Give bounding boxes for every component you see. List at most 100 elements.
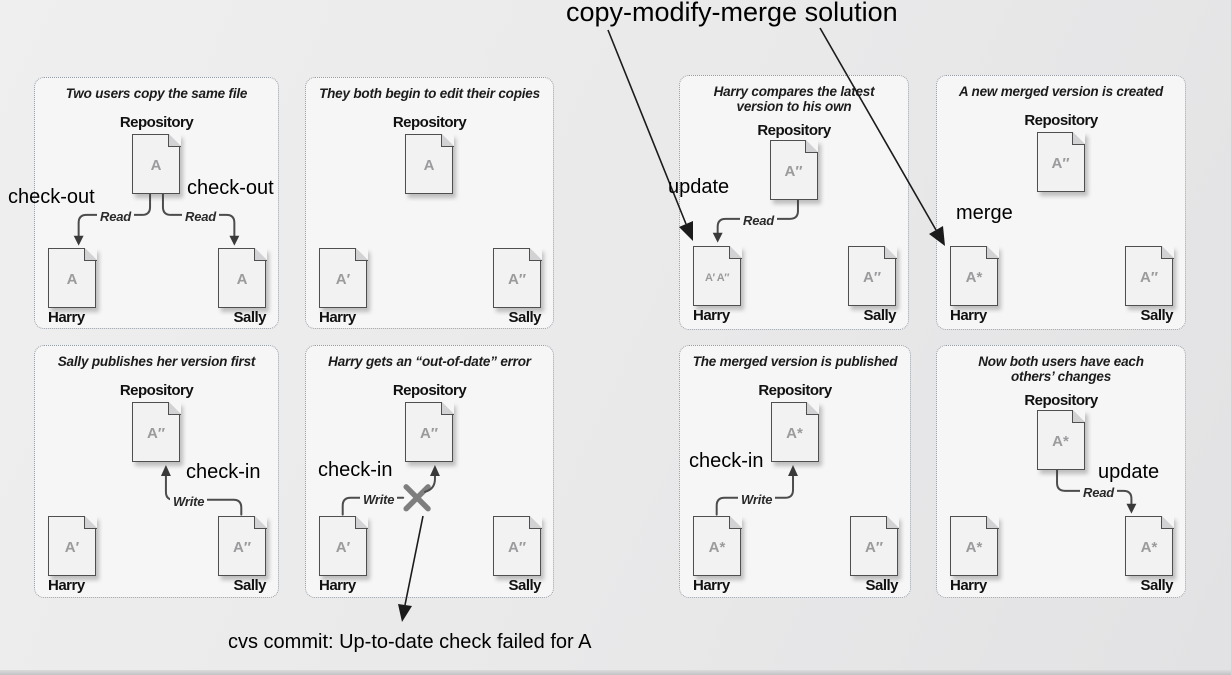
- repository-label: Repository: [757, 122, 831, 139]
- sally-document: A″: [850, 515, 899, 576]
- repository-document: A″: [405, 401, 454, 462]
- sally-label: Sally: [1140, 577, 1173, 594]
- repository-document: A″: [132, 401, 181, 462]
- harry-document: A′ A″: [693, 245, 742, 306]
- document-letter: A″: [862, 269, 882, 286]
- document-letter: A″: [232, 539, 252, 556]
- panel-caption: Now both users have each others’ changes: [978, 354, 1144, 384]
- sally-document: A*: [1125, 515, 1174, 576]
- document-letter: A′ A″: [705, 271, 729, 284]
- write-label: Write: [360, 492, 398, 507]
- document-letter: A*: [965, 269, 983, 286]
- read-label: Read: [1080, 485, 1117, 500]
- checkin-merge-label: check-in: [689, 450, 764, 472]
- repository-document: A*: [1036, 409, 1085, 470]
- document-letter: A″: [419, 425, 439, 442]
- sally-document: A″: [493, 247, 542, 308]
- checkin-sally-label: check-in: [186, 461, 261, 483]
- harry-label: Harry: [693, 307, 730, 324]
- repository-document: A*: [770, 401, 819, 462]
- document-letter: A″: [1139, 269, 1159, 286]
- update-sally-label: update: [1098, 461, 1160, 483]
- harry-document: A′: [319, 247, 368, 308]
- document-letter: A′: [64, 539, 80, 556]
- document-letter: A″: [784, 163, 803, 180]
- panel-caption: Harry gets an “out-of-date” error: [328, 354, 531, 369]
- repository-label: Repository: [392, 382, 467, 399]
- sally-label: Sally: [508, 309, 541, 326]
- checkout-right-label: check-out: [187, 177, 274, 199]
- sally-label: Sally: [863, 307, 896, 324]
- sally-document: A″: [848, 245, 897, 306]
- panel-caption: Sally publishes her version first: [57, 354, 256, 369]
- read-label-right: Read: [182, 209, 219, 224]
- repository-document: A″: [769, 139, 818, 200]
- sally-label: Sally: [508, 577, 541, 594]
- document-letter: A″: [864, 539, 884, 556]
- write-label: Write: [738, 492, 776, 507]
- document-letter: A*: [1140, 539, 1158, 556]
- page-title: copy-modify-merge solution: [566, 0, 898, 27]
- document-letter: A: [423, 157, 435, 174]
- sally-document: A: [218, 247, 267, 308]
- document-letter: A*: [786, 425, 803, 442]
- document-letter: A: [236, 271, 248, 288]
- harry-document: A*: [693, 515, 742, 576]
- panel-two-users-copy: Two users copy the same file Repository …: [34, 77, 279, 329]
- document-letter: A′: [335, 271, 351, 288]
- sally-label: Sally: [865, 577, 898, 594]
- read-label: Read: [740, 213, 777, 228]
- sally-label: Sally: [1140, 307, 1173, 324]
- checkin-fail-label: check-in: [318, 459, 393, 481]
- panel-caption: They both begin to edit their copies: [319, 86, 540, 101]
- sally-label: Sally: [233, 309, 266, 326]
- sally-document: A″: [1125, 245, 1174, 306]
- error-message: cvs commit: Up-to-date check failed for …: [228, 631, 592, 653]
- harry-label: Harry: [319, 577, 356, 594]
- harry-label: Harry: [48, 309, 85, 326]
- document-letter: A″: [507, 271, 527, 288]
- repository-label: Repository: [392, 114, 467, 131]
- harry-document: A: [48, 247, 97, 308]
- sally-document: A″: [493, 515, 542, 576]
- panel-both-have-changes: Now both users have each others’ changes…: [936, 345, 1186, 598]
- document-letter: A: [66, 271, 78, 288]
- write-label: Write: [170, 494, 208, 509]
- document-letter: A″: [146, 425, 166, 442]
- repository-document: A: [132, 133, 181, 194]
- checkout-left-label: check-out: [8, 186, 95, 208]
- harry-label: Harry: [48, 577, 85, 594]
- update-harry-label: update: [668, 176, 730, 198]
- panel-both-edit: They both begin to edit their copies Rep…: [305, 77, 554, 329]
- repository-label: Repository: [119, 114, 194, 131]
- repository-document: A: [405, 133, 454, 194]
- harry-document: A*: [950, 245, 999, 306]
- read-label-left: Read: [97, 209, 134, 224]
- harry-document: A′: [319, 515, 368, 576]
- harry-document: A*: [950, 515, 999, 576]
- rejected-x-icon: [403, 484, 431, 512]
- repository-label: Repository: [758, 382, 832, 399]
- document-letter: A′: [335, 539, 351, 556]
- repository-document: A″: [1036, 131, 1085, 192]
- panel-out-of-date-error: Harry gets an “out-of-date” error Reposi…: [305, 345, 554, 598]
- document-letter: A″: [1051, 155, 1070, 172]
- sally-document: A″: [218, 515, 267, 576]
- panel-caption: Two users copy the same file: [65, 86, 248, 101]
- harry-label: Harry: [950, 577, 987, 594]
- document-letter: A*: [1052, 433, 1069, 450]
- document-letter: A*: [965, 539, 983, 556]
- harry-document: A′: [48, 515, 97, 576]
- panel-merged-published: The merged version is published Reposito…: [679, 345, 911, 598]
- slide-bottom-edge: [0, 670, 1231, 675]
- harry-label: Harry: [950, 307, 987, 324]
- write-arrow-blocked: [341, 465, 440, 516]
- panel-merged-created: A new merged version is created Reposito…: [936, 75, 1186, 330]
- document-letter: A*: [708, 539, 726, 556]
- panel-caption: Harry compares the latest version to his…: [713, 84, 875, 114]
- panel-sally-publishes: Sally publishes her version first Reposi…: [34, 345, 279, 598]
- repository-label: Repository: [119, 382, 194, 399]
- document-letter: A″: [507, 539, 527, 556]
- repository-label: Repository: [1024, 392, 1098, 409]
